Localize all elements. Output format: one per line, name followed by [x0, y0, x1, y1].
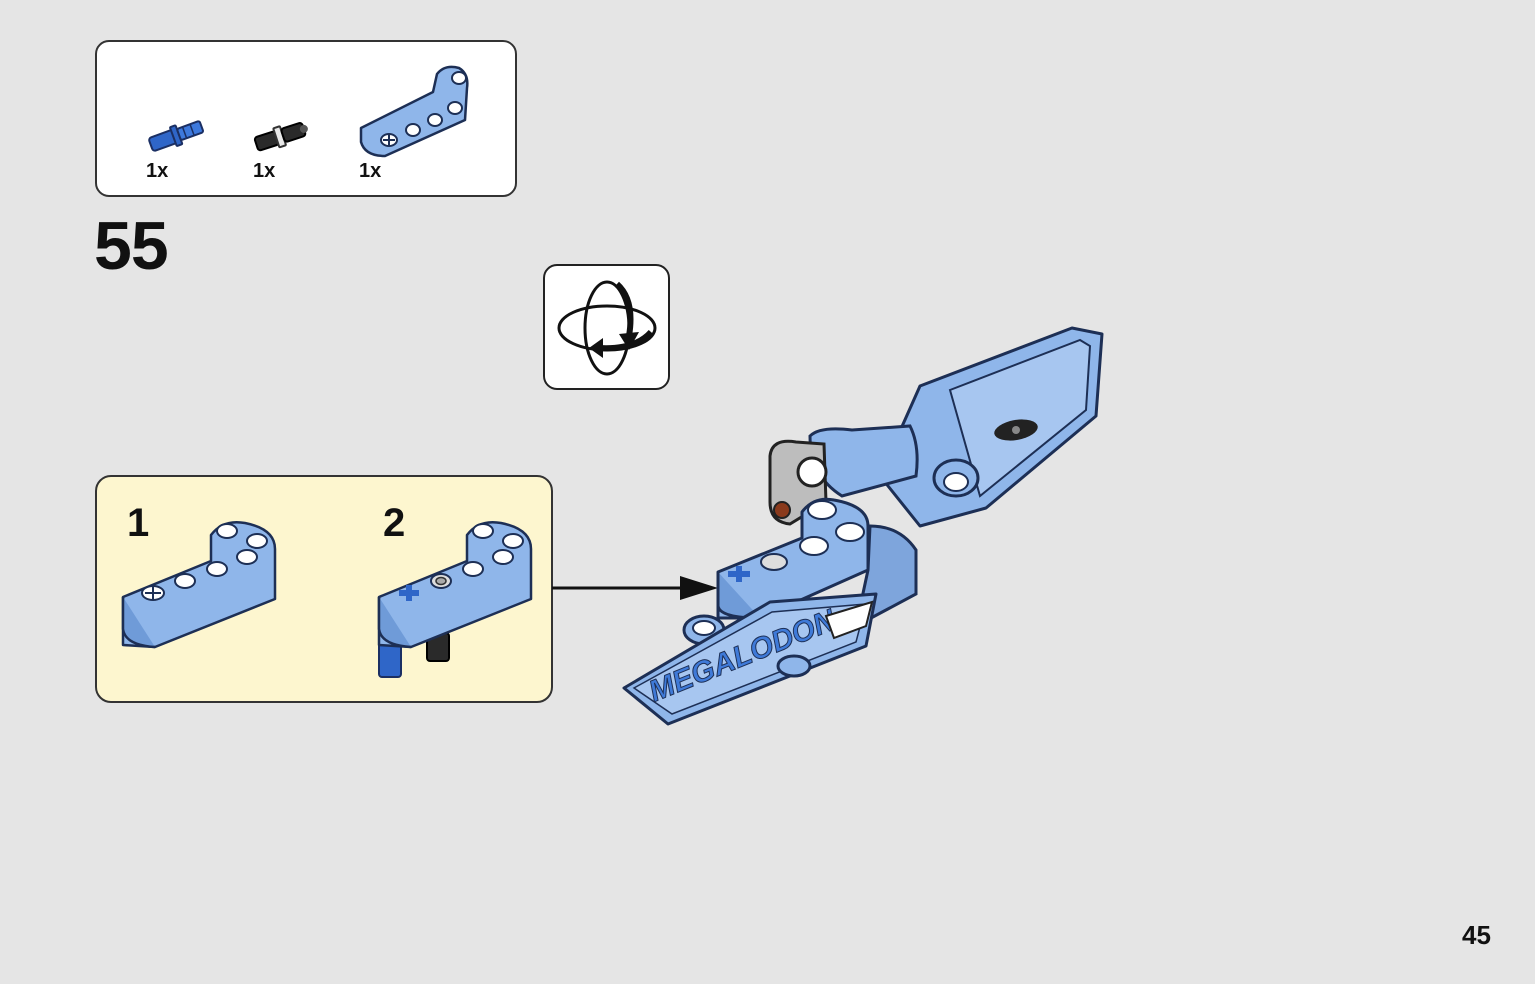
substep-2-beam-with-pins	[377, 521, 533, 678]
black-friction-pin-icon	[253, 122, 308, 152]
step-number: 55	[94, 208, 169, 284]
parts-list-box: 1x 1x 1x	[95, 40, 517, 197]
part-qty-2: 1x	[253, 160, 276, 182]
substep-1-l-beam	[121, 521, 277, 649]
blue-l-beam-icon	[359, 65, 469, 158]
rotate-model-icon	[557, 280, 657, 376]
part-qty-1: 1x	[146, 160, 169, 182]
rotate-indicator-box	[543, 264, 670, 390]
subassembly-box: 1 2	[95, 475, 553, 703]
part-qty-3: 1x	[359, 160, 382, 182]
megalodon-model-assembly: MEGALODON	[622, 326, 1104, 726]
substep-1-label: 1	[127, 501, 150, 545]
attach-arrow	[552, 576, 718, 600]
page-number: 45	[1462, 920, 1491, 950]
substep-2-label: 2	[383, 501, 406, 545]
blue-axle-pin-icon	[148, 120, 204, 152]
